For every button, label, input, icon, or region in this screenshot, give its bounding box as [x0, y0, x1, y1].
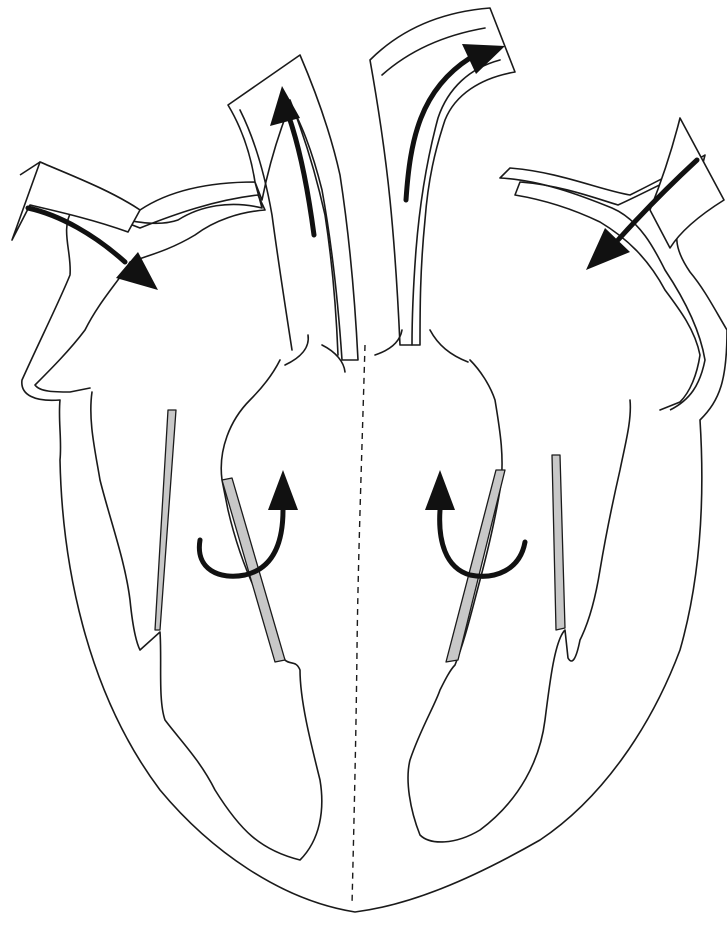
pulmonary-vein — [650, 118, 724, 248]
aorta — [370, 8, 515, 345]
